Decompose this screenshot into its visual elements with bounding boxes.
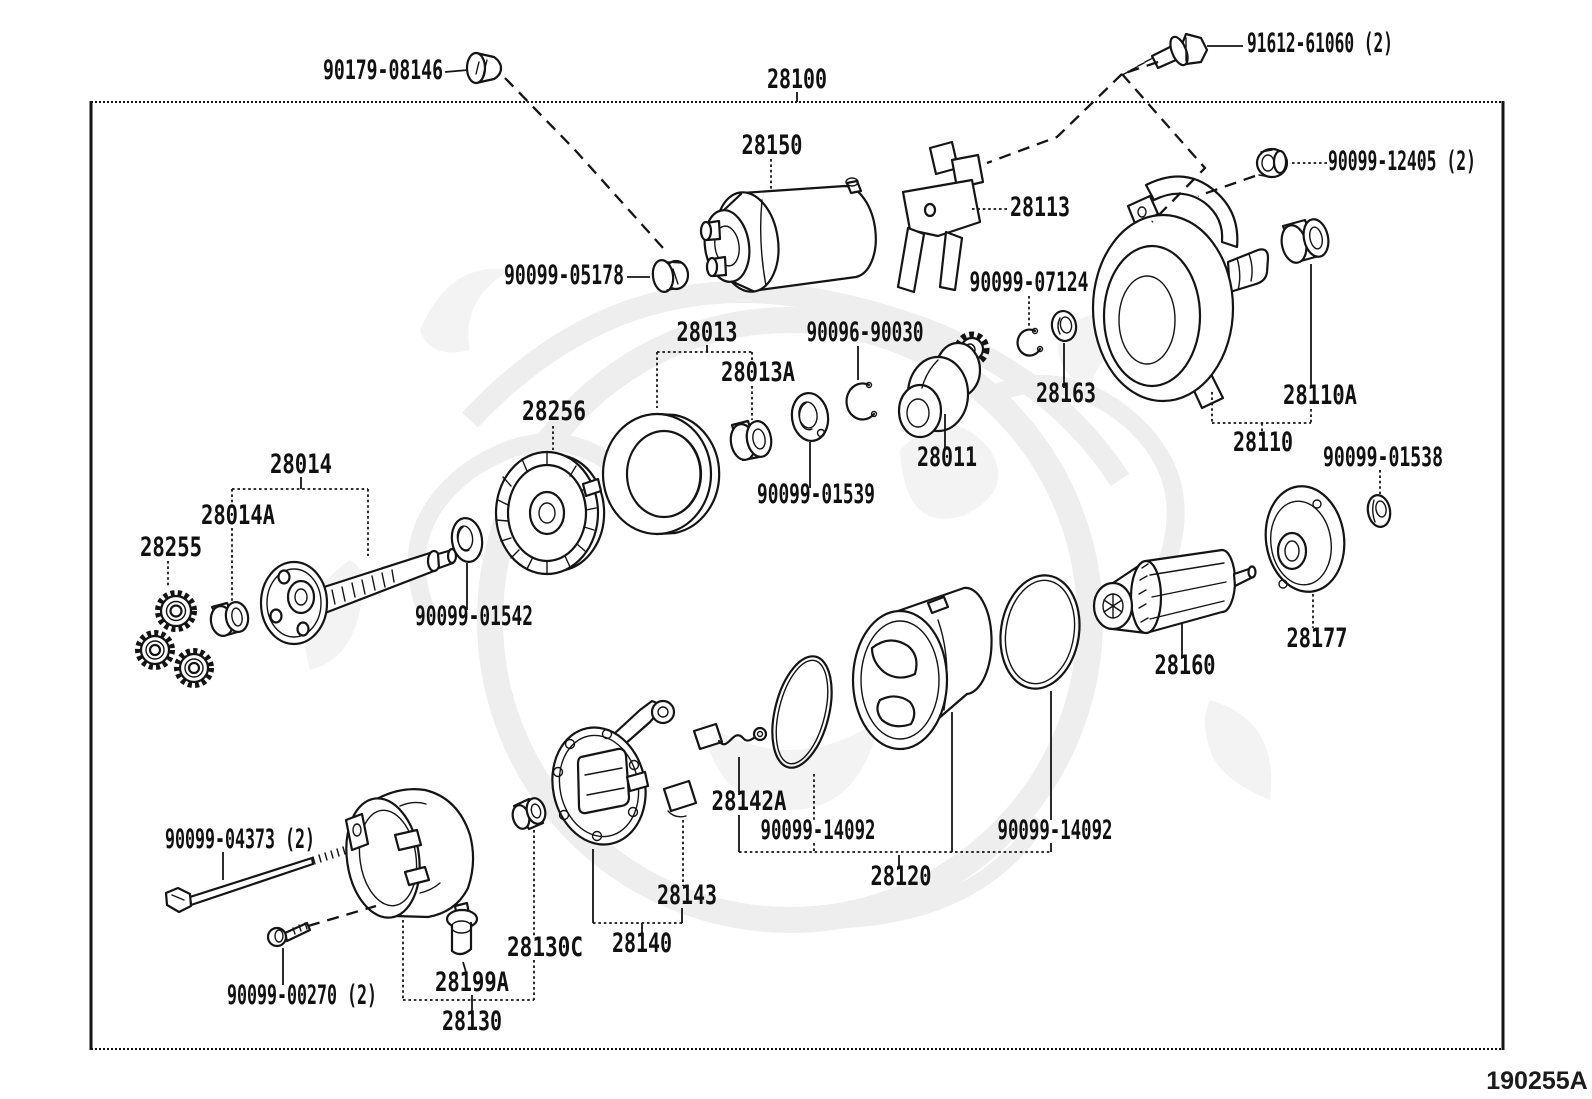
bracket-28110: [1211, 264, 1312, 436]
part-label-90099-00270[interactable]: 90099-00270 (2): [227, 980, 377, 1011]
drawing-28142a-brush: [692, 722, 768, 751]
drawing-28014a-bushing: [209, 601, 250, 637]
drawing-28177-end-plate: [1264, 485, 1346, 593]
dashed-line-screw-to-cover: [307, 904, 377, 928]
part-label-28142a[interactable]: 28142A: [712, 786, 787, 817]
bracket-28014: [231, 477, 369, 604]
drawing-28013-retainer-ring: [601, 412, 721, 536]
part-label-28110a[interactable]: 28110A: [1283, 380, 1357, 411]
drawing-28255-planetary-gears: [135, 590, 214, 688]
part-drawings: [135, 32, 1392, 956]
part-label-28120[interactable]: 28120: [871, 861, 932, 892]
part-label-28160[interactable]: 28160: [1155, 650, 1216, 681]
drawing-90096-90030-snap-ring: [845, 381, 878, 421]
bracket-28130: [402, 830, 535, 1012]
drawing-28014-planetary-shaft: [259, 547, 458, 646]
dashed-line-nut-to-housing: [1197, 174, 1256, 198]
part-label-90099-01542[interactable]: 90099-01542: [415, 601, 533, 632]
drawing-90179-08146-bolt: [465, 51, 503, 85]
drawing-90099-07124-clip: [1016, 327, 1044, 357]
part-label-28011[interactable]: 28011: [917, 442, 977, 473]
dashed-line-91612-to-lever: [986, 73, 1123, 165]
drawing-28113-drive-lever: [896, 140, 985, 294]
part-label-90179-08146[interactable]: 90179-08146: [323, 55, 443, 86]
drawing-28130c-bushing: [511, 797, 547, 831]
drawing-90099-01542-washer: [450, 517, 484, 563]
part-label-28143[interactable]: 28143: [657, 880, 717, 911]
part-label-28013a[interactable]: 28013A: [721, 357, 795, 388]
bracket-28140: [592, 849, 683, 934]
part-label-28199a[interactable]: 28199A: [435, 967, 509, 998]
part-label-90099-12405[interactable]: 90099-12405 (2): [1328, 146, 1476, 177]
drawing-28140-brush-holder: [551, 699, 676, 846]
leader-lines: [167, 45, 1381, 1012]
dashed-line-91612-to-housing: [1121, 73, 1207, 223]
drawing-90099-01538-washer: [1366, 494, 1392, 528]
part-label-90099-05178[interactable]: 90099-05178: [504, 260, 624, 291]
part-label-28163[interactable]: 28163: [1036, 378, 1096, 409]
part-label-90099-01539[interactable]: 90099-01539: [757, 479, 875, 510]
drawing-28143-brush: [662, 779, 698, 818]
part-label-28130[interactable]: 28130: [442, 1006, 502, 1037]
drawing-28163-washer: [1050, 309, 1078, 343]
part-label-90096-90030[interactable]: 90096-90030: [807, 317, 924, 348]
drawing-90099-01539-washer: [790, 392, 830, 442]
drawing-90099-14092-o-ring-small: [771, 655, 833, 769]
drawing-91612-61060-bolt: [1123, 32, 1209, 75]
dashed-line-91612-a: [1121, 60, 1159, 76]
drawing-28256-internal-gear: [494, 450, 606, 576]
part-label-91612-61060[interactable]: 91612-61060 (2): [1247, 28, 1393, 59]
dashed-line-90179-to-solenoid: [504, 77, 664, 249]
part-label-28150[interactable]: 28150: [742, 130, 803, 161]
part-label-90099-07124[interactable]: 90099-07124: [970, 267, 1089, 298]
part-label-28140[interactable]: 28140: [612, 928, 672, 959]
bracket-28120: [738, 691, 1052, 867]
drawing-28150-magnet-switch: [699, 177, 877, 293]
part-label-28255[interactable]: 28255: [140, 532, 202, 563]
drawing-90099-00270-screw: [266, 921, 312, 948]
drawing-28120-yoke: [851, 586, 993, 751]
part-label-90099-04373[interactable]: 90099-04373 (2): [165, 824, 315, 855]
part-label-90099-14092-left[interactable]: 90099-14092: [761, 815, 876, 846]
leader-90179-08146: [444, 69, 469, 73]
drawing-28110a-bushing: [1280, 218, 1330, 264]
figure-code: 190255A: [1486, 1067, 1587, 1095]
part-label-28113[interactable]: 28113: [1010, 192, 1070, 223]
drawing-90099-05178-nut: [651, 258, 690, 294]
part-label-28130c[interactable]: 28130C: [507, 932, 583, 963]
drawing-28110-starter-housing: [1091, 175, 1270, 410]
bracket-28013: [656, 345, 753, 420]
part-label-28177[interactable]: 28177: [1287, 623, 1348, 654]
assembly-dashed-lines: [307, 60, 1256, 928]
drawing-90099-14092-o-ring-large: [999, 574, 1081, 690]
drawing-28160-armature: [1092, 548, 1257, 635]
part-label-28100[interactable]: 28100: [767, 64, 827, 95]
drawing-28011-starter-clutch: [897, 331, 990, 439]
part-label-90099-14092-right[interactable]: 90099-14092: [998, 815, 1113, 846]
part-label-90099-01538[interactable]: 90099-01538: [1323, 442, 1443, 473]
drawing-90099-04373-through-bolt: [164, 846, 346, 914]
drawing-28013a-bushing: [729, 419, 773, 462]
drawing-90099-12405-nut: [1255, 147, 1289, 179]
part-label-28256[interactable]: 28256: [522, 396, 586, 427]
drawing-28199a-plug: [445, 901, 479, 956]
drawing-28130-end-cover: [344, 788, 475, 919]
part-label-28013[interactable]: 28013: [677, 317, 738, 348]
part-label-28110[interactable]: 28110: [1233, 427, 1293, 458]
part-label-28014a[interactable]: 28014A: [201, 500, 275, 531]
part-label-28014[interactable]: 28014: [270, 449, 332, 480]
